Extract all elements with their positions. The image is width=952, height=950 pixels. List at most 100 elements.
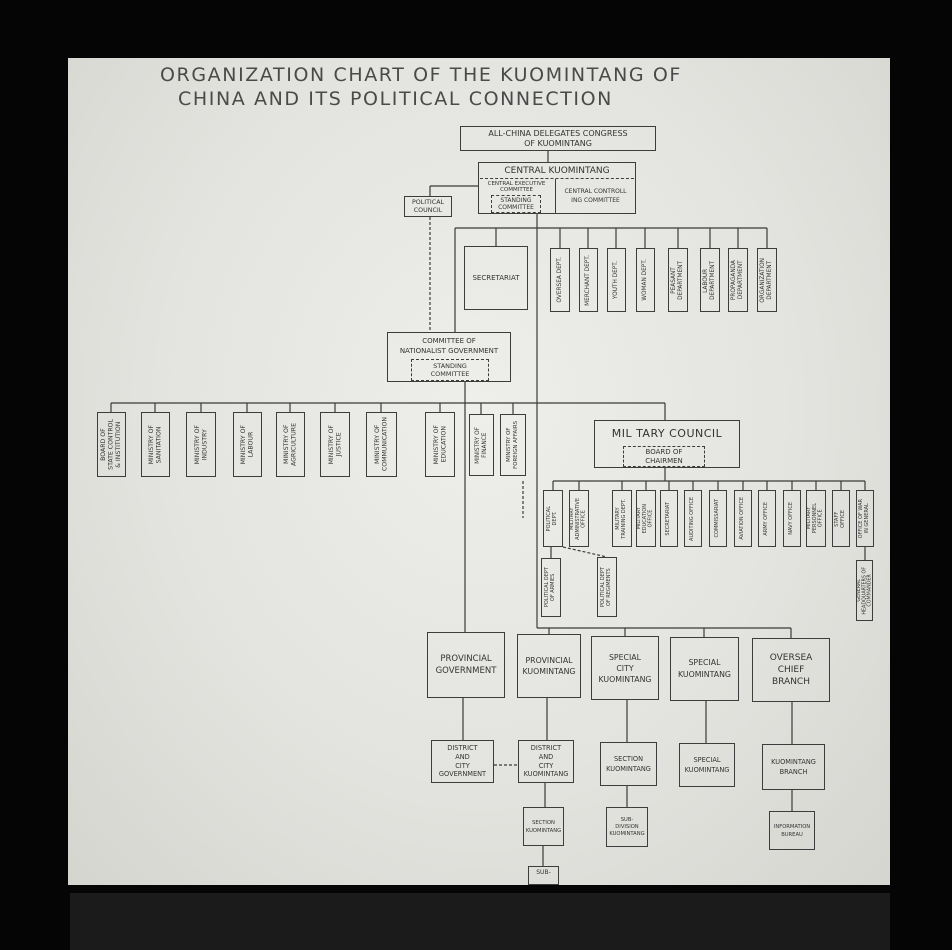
dept-peasant: PEASANT DEPARTMENT	[668, 248, 688, 312]
slide-bottom-band	[70, 893, 890, 950]
military-auditing-office: AUDITING OFFICE	[684, 490, 702, 547]
ministry-label: MINISTRY OF INDUSTRY	[193, 424, 208, 465]
dept-label: ORGANIZATION DEPARTMENT	[760, 257, 773, 303]
ministry-education: MINISTRY OF EDUCATION	[425, 412, 455, 477]
military-office-label: AVIATION OFFICE	[739, 497, 746, 540]
military-office-label: MILITARY PERSONNEL OFFICE	[806, 503, 824, 534]
ministry-labour: MINISTRY OF LABOUR	[233, 412, 262, 477]
special-kuomintang-sub-box: SPECIAL KUOMINTANG	[679, 743, 735, 787]
dept-propaganda: PROPAGANDA DEPARTMENT	[728, 248, 748, 312]
chart-title-line-2: CHINA AND ITS POLITICAL CONNECTION	[178, 88, 613, 110]
ministry-label: MINISTRY OF SANITATION	[148, 424, 163, 465]
ministry-agriculture: MINISTRY OF AGRICULTURE	[276, 412, 305, 477]
military-office-label: POLITICAL DEPT.	[546, 505, 558, 532]
dept-oversea: OVERSEA DEPT.	[550, 248, 570, 312]
sub-division-kuomintang-box: SUB- DIVISION KUOMINTANG	[606, 807, 648, 847]
military-office-label: STAFF OFFICE	[834, 509, 846, 528]
military-staff-office: STAFF OFFICE	[832, 490, 850, 547]
nationalist-government-committee-box: COMMITTEE OF NATIONALIST GOVERNMENT STAN…	[387, 332, 511, 382]
ministry-label: MINISTRY OF EDUCATION	[432, 424, 447, 465]
dept-label: PEASANT DEPARTMENT	[671, 260, 684, 300]
oversea-chief-branch-box: OVERSEA CHIEF BRANCH	[752, 638, 830, 702]
military-navy-office: NAVY OFFICE	[783, 490, 801, 547]
military-administrative-office: MILITARY ADMINISTRATIVE OFFICE	[569, 490, 589, 547]
district-city-government-box: DISTRICT AND CITY GOVERNMENT	[431, 740, 494, 783]
dept-label: OVERSEA DEPT.	[556, 257, 563, 303]
general-headquarters-box: GENERAL HEADQUARTERS OF COMMANDER	[856, 560, 873, 621]
ministry-label: MINISTRY OF AGRICULTURE	[283, 422, 298, 466]
military-council-title: MIL TARY COUNCIL	[611, 426, 723, 440]
dept-labour: LABOUR DEPARTMENT	[700, 248, 720, 312]
chart-title-line-1: ORGANIZATION CHART OF THE KUOMINTANG OF	[160, 64, 682, 86]
section-kuomintang-box: SECTION KUOMINTANG	[600, 742, 657, 786]
all-china-congress-box: ALL-CHINA DELEGATES CONGRESS OF KUOMINTA…	[460, 126, 656, 151]
ministry-finance: MINISTRY OF FINANCE	[469, 414, 494, 476]
special-kuomintang-box: SPECIAL KUOMINTANG	[670, 637, 739, 701]
military-office-label: COMMISSARIAT	[714, 499, 721, 538]
paper-sheet	[68, 58, 890, 885]
dept-label: MERCHANT DEPT.	[585, 254, 592, 306]
dept-merchant: MERCHANT DEPT.	[579, 248, 598, 312]
ministry-foreign-affairs: MINISTRY OF FOREIGN AFFAIRS	[500, 414, 526, 476]
information-bureau-box: INFORMATION BUREAU	[769, 811, 815, 850]
central-standing-committee-box: STANDING COMMITTEE	[491, 195, 541, 213]
ministry-label: MINISTRY OF LABOUR	[240, 424, 255, 465]
ministry-industry: MINISTRY OF INDUSTRY	[186, 412, 216, 477]
sub-box: SUB-	[528, 866, 559, 885]
dept-woman: WOMAN DEPT.	[636, 248, 655, 312]
ministry-label: MINISTRY OF FOREIGN AFFAIRS	[506, 421, 519, 469]
provincial-government-box: PROVINCIAL GOVERNMENT	[427, 632, 505, 698]
military-army-office: ARMY OFFICE	[758, 490, 776, 547]
district-city-kuomintang-box: DISTRICT AND CITY KUOMINTANG	[518, 740, 574, 783]
political-council-box: POLITICAL COUNCIL	[404, 196, 452, 217]
ministry-sanitation: MINISTRY OF SANITATION	[141, 412, 170, 477]
dept-label: WOMAN DEPT.	[642, 259, 649, 301]
political-dept-of-regiments: POLITICAL DEPT OF REGIMENTS	[597, 557, 617, 617]
military-aviation-office: AVIATION OFFICE	[734, 490, 752, 547]
military-training-dept: MILITARY TRAINING DEPT.	[612, 490, 632, 547]
military-office-label: SECRETARIAT	[665, 501, 672, 536]
military-sub-unit-label: POLITICAL DEPT OF REGIMENTS	[600, 566, 612, 608]
military-office-label: MILITARY ADMINISTRATIVE OFFICE	[569, 497, 587, 540]
dashed-connector-line	[562, 546, 608, 558]
dept-label: YOUTH DEPT.	[613, 260, 620, 300]
military-sub-unit-label: POLITICAL DEPT OF ARMIES	[544, 567, 556, 608]
military-office-label: MILITARY EDUCATION OFFICE	[636, 503, 654, 534]
dept-label: LABOUR DEPARTMENT	[703, 260, 716, 300]
provincial-kuomintang-box: PROVINCIAL KUOMINTANG	[517, 634, 581, 698]
military-commissariat: COMMISSARIAT	[709, 490, 727, 547]
central-executive-committee-label: CENTRAL EXECUTIVE COMMITTEE	[487, 180, 546, 194]
military-sub-unit-label: GENERAL HEADQUARTERS OF COMMANDER	[856, 566, 873, 615]
military-office-label: AUDITING OFFICE	[689, 496, 696, 541]
dept-organization: ORGANIZATION DEPARTMENT	[757, 248, 777, 312]
ministry-label: MINISTRY OF JUSTICE	[327, 424, 342, 465]
ministry-communication: MINISTRY OF COMMUNICATION	[366, 412, 397, 477]
military-office-label: MILITARY TRAINING DEPT.	[615, 498, 627, 539]
political-dept-of-armies: POLITICAL DEPT OF ARMIES	[541, 558, 561, 617]
military-office-label: OFFICE OF WAR IN GENERAL	[858, 498, 870, 539]
section-kuomintang-lower-box: SECTION KUOMINTANG	[523, 807, 564, 846]
military-education-office: MILITARY EDUCATION OFFICE	[636, 490, 656, 547]
military-office-label: ARMY OFFICE	[763, 501, 770, 536]
military-office-label: NAVY OFFICE	[788, 502, 795, 535]
board-of-chairmen-box: BOARD OF CHAIRMEN	[623, 446, 705, 467]
ministry-label: BOARD OF STATE CONTROL & INSTITUTION	[100, 419, 123, 470]
nationalist-government-title: COMMITTEE OF NATIONALIST GOVERNMENT	[399, 337, 499, 355]
ministry-label: MINISTRY OF COMMUNICATION	[374, 417, 389, 472]
ministry-justice: MINISTRY OF JUSTICE	[320, 412, 350, 477]
central-kuomintang-title: CENTRAL KUOMINTANG	[504, 166, 610, 176]
military-personnel-office: MILITARY PERSONNEL OFFICE	[806, 490, 826, 547]
secretariat-box: SECRETARIAT	[464, 246, 528, 310]
special-city-kuomintang-box: SPECIAL CITY KUOMINTANG	[591, 636, 659, 700]
central-divider	[480, 178, 634, 179]
dept-label: PROPAGANDA DEPARTMENT	[731, 259, 744, 301]
ministry-board-of-state-control: BOARD OF STATE CONTROL & INSTITUTION	[97, 412, 126, 477]
nationalist-standing-committee-box: STANDING COMMITTEE	[411, 359, 489, 381]
military-political-dept: POLITICAL DEPT.	[543, 490, 563, 547]
dept-youth: YOUTH DEPT.	[607, 248, 626, 312]
ministry-label: MINISTRY OF FINANCE	[474, 426, 488, 464]
military-secretariat: SECRETARIAT	[660, 490, 678, 547]
central-controlling-committee-label: CENTRAL CONTROLL ING COMMITTEE	[555, 179, 635, 213]
central-kuomintang-box: CENTRAL KUOMINTANG CENTRAL EXECUTIVE COM…	[478, 162, 636, 214]
